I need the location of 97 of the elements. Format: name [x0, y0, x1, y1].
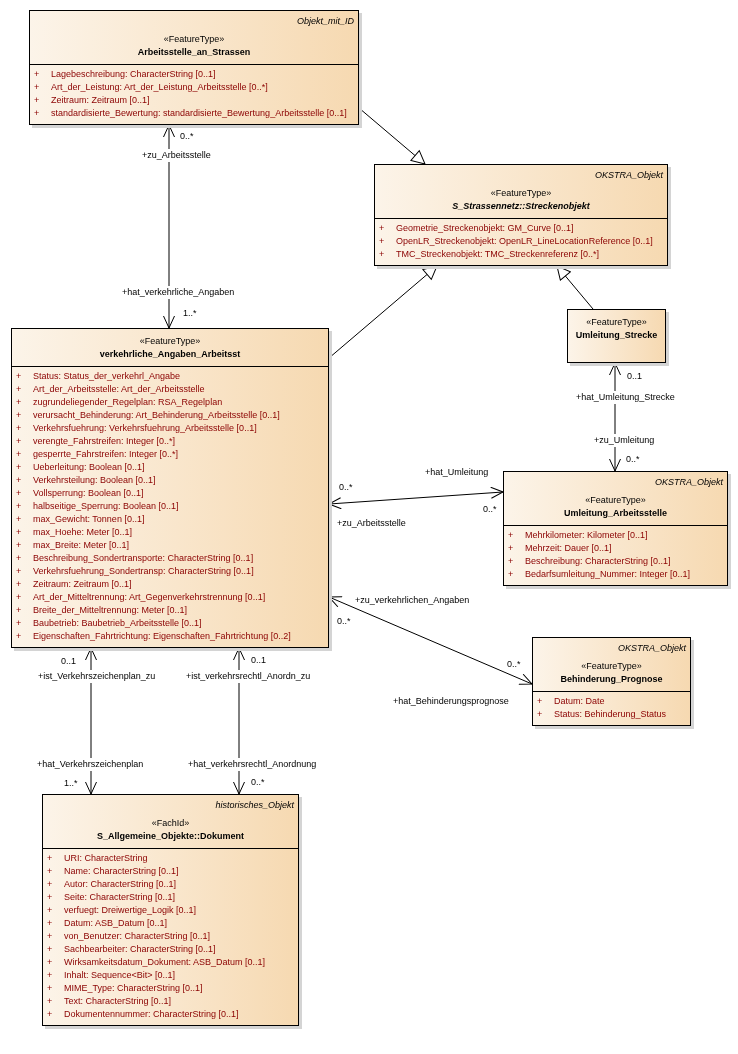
stereotype-label: «FeatureType» [585, 494, 646, 507]
multiplicity-label: 1..* [64, 776, 78, 790]
attribute-text: + Beschreibung_Sondertransporte: CharacterString [0..1] [16, 552, 254, 565]
attribute-text: + zugrundeliegender_Regelplan: RSA_Regelplan [16, 396, 223, 409]
class-name: verkehrliche_Angaben_Arbeitsst [99, 348, 241, 361]
attribute-text: + Seite: CharacterString [0..1] [47, 891, 176, 904]
multiplicity-label: 0..1 [627, 369, 642, 383]
multiplicity-label: 0..* [483, 502, 497, 516]
attribute-text: + Baubetrieb: Baubetrieb_Arbeitsstelle [0..1] [16, 617, 202, 630]
role-label: +ist_verkehrsrechtl_Anordn_zu [185, 669, 312, 683]
multiplicity-label: 0..* [626, 452, 640, 466]
class-name: Umleitung_Arbeitsstelle [564, 507, 667, 520]
role-label: +zu_verkehrlichen_Angaben [355, 593, 470, 607]
role-label: +hat_verkehrliche_Angaben [121, 285, 236, 299]
class-name: Umleitung_Strecke [575, 329, 658, 342]
tag-label: OKSTRA_Objekt [617, 642, 686, 655]
attribute-text: + standardisierte_Bewertung: standardisierte_Bewertung_Arbeitsstelle [0..1] [34, 107, 347, 120]
role-label: +zu_Arbeitsstelle [337, 516, 406, 530]
multiplicity-label: 0..* [180, 129, 194, 143]
attribute-text: + Ueberleitung: Boolean [0..1] [16, 461, 145, 474]
role-label: +hat_Behinderungsprognose [393, 694, 509, 708]
class-name: S_Strassennetz::Streckenobjekt [452, 200, 590, 213]
attribute-text: + Sachbearbeiter: CharacterString [0..1] [47, 943, 216, 956]
attribute-text: + max_Gewicht: Tonnen [0..1] [16, 513, 145, 526]
role-label: +zu_Arbeitsstelle [141, 148, 212, 162]
attribute-text: + URI: CharacterString [47, 852, 148, 865]
attribute-text: + Bedarfsumleitung_Nummer: Integer [0..1] [508, 568, 691, 581]
class-box [532, 637, 691, 726]
role-label: +ist_Verkehrszeichenplan_zu [37, 669, 157, 683]
role-label: +hat_Umleitung_Strecke [575, 390, 676, 404]
attribute-text: + Inhalt: Sequence<Bit> [0..1] [47, 969, 176, 982]
multiplicity-label: 1..* [183, 306, 197, 320]
attribute-text: + verursacht_Behinderung: Art_Behinderung_Arbeitsstelle [0..1] [16, 409, 280, 422]
class-box [11, 328, 329, 648]
attribute-text: + max_Hoehe: Meter [0..1] [16, 526, 133, 539]
attribute-text: + Text: CharacterString [0..1] [47, 995, 172, 1008]
attribute-text: + Datum: Date [537, 695, 605, 708]
class-box [567, 309, 666, 363]
multiplicity-label: 0..1 [251, 653, 266, 667]
attribute-text: + halbseitige_Sperrung: Boolean [0..1] [16, 500, 179, 513]
attribute-text: + Name: CharacterString [0..1] [47, 865, 179, 878]
attribute-text: + OpenLR_Streckenobjekt: OpenLR_LineLocationReference [0..1] [379, 235, 653, 248]
tag-label: OKSTRA_Objekt [594, 169, 663, 182]
attribute-text: + Breite_der_Mitteltrennung: Meter [0..1] [16, 604, 188, 617]
attribute-text: + Verkehrsfuehrung_Sondertransp: CharacterString [0..1] [16, 565, 254, 578]
attribute-text: + Geometrie_Streckenobjekt: GM_Curve [0..1] [379, 222, 574, 235]
attribute-text: + Vollsperrung: Boolean [0..1] [16, 487, 144, 500]
attribute-text: + Zeitraum: Zeitraum [0..1] [34, 94, 150, 107]
attribute-text: + Eigenschaften_Fahrtrichtung: Eigenschaften_Fahrtrichtung [0..2] [16, 630, 291, 643]
multiplicity-label: 0..* [251, 775, 265, 789]
attribute-text: + Mehrkilometer: Kilometer [0..1] [508, 529, 648, 542]
attribute-text: + Mehrzeit: Dauer [0..1] [508, 542, 612, 555]
stereotype-label: «FachId» [151, 817, 190, 830]
attribute-text: + Wirksamkeitsdatum_Dokument: ASB_Datum [0..1] [47, 956, 266, 969]
class-name: S_Allgemeine_Objekte::Dokument [96, 830, 244, 843]
attribute-text: + Verkehrsteilung: Boolean [0..1] [16, 474, 156, 487]
class-box [29, 10, 359, 125]
attribute-text: + Beschreibung: CharacterString [0..1] [508, 555, 671, 568]
role-label: +hat_verkehrsrechtl_Anordnung [187, 757, 318, 771]
attribute-text: + Autor: CharacterString [0..1] [47, 878, 177, 891]
attribute-text: + TMC_Streckenobjekt: TMC_Streckenreferenz [0..*] [379, 248, 599, 261]
attribute-text: + Status: Status_der_verkehrl_Angabe [16, 370, 181, 383]
attribute-text: + Datum: ASB_Datum [0..1] [47, 917, 168, 930]
class-name: Behinderung_Prognose [560, 673, 663, 686]
stereotype-label: «FeatureType» [586, 316, 647, 329]
attribute-text: + Lagebeschreibung: CharacterString [0..1] [34, 68, 216, 81]
attribute-text: + gesperrte_Fahrstreifen: Integer [0..*] [16, 448, 179, 461]
multiplicity-label: 0..1 [61, 654, 76, 668]
attribute-text: + Art_der_Mitteltrennung: Art_Gegenverkehrstrennung [0..1] [16, 591, 266, 604]
multiplicity-label: 0..* [337, 614, 351, 628]
attribute-text: + Zeitraum: Zeitraum [0..1] [16, 578, 132, 591]
attribute-text: + max_Breite: Meter [0..1] [16, 539, 130, 552]
tag-label: Objekt_mit_ID [296, 15, 354, 28]
role-label: +hat_Umleitung [425, 465, 489, 479]
class-box [503, 471, 728, 586]
tag-label: OKSTRA_Objekt [654, 476, 723, 489]
attribute-text: + Verkehrsfuehrung: Verkehrsfuehrung_Arbeitsstelle [0..1] [16, 422, 257, 435]
attribute-text: + Dokumentennummer: CharacterString [0..1] [47, 1008, 239, 1021]
attribute-text: + Status: Behinderung_Status [537, 708, 667, 721]
multiplicity-label: 0..* [339, 480, 353, 494]
attribute-text: + Art_der_Leistung: Art_der_Leistung_Arbeitsstelle [0..*] [34, 81, 268, 94]
class-box [42, 794, 299, 1026]
role-label: +zu_Umleitung [593, 433, 656, 447]
stereotype-label: «FeatureType» [163, 33, 225, 46]
role-label: +hat_Verkehrszeichenplan [36, 757, 145, 771]
attribute-text: + MIME_Type: CharacterString [0..1] [47, 982, 203, 995]
attribute-text: + Art_der_Arbeitsstelle: Art_der_Arbeitsstelle [16, 383, 205, 396]
stereotype-label: «FeatureType» [139, 335, 201, 348]
class-box [374, 164, 668, 266]
class-name: Arbeitsstelle_an_Strassen [137, 46, 251, 59]
multiplicity-label: 0..* [507, 657, 521, 671]
tag-label: historisches_Objekt [215, 799, 294, 812]
attribute-text: + verfuegt: Dreiwertige_Logik [0..1] [47, 904, 197, 917]
attribute-text: + von_Benutzer: CharacterString [0..1] [47, 930, 211, 943]
stereotype-label: «FeatureType» [581, 660, 642, 673]
attribute-text: + verengte_Fahrstreifen: Integer [0..*] [16, 435, 176, 448]
stereotype-label: «FeatureType» [490, 187, 552, 200]
